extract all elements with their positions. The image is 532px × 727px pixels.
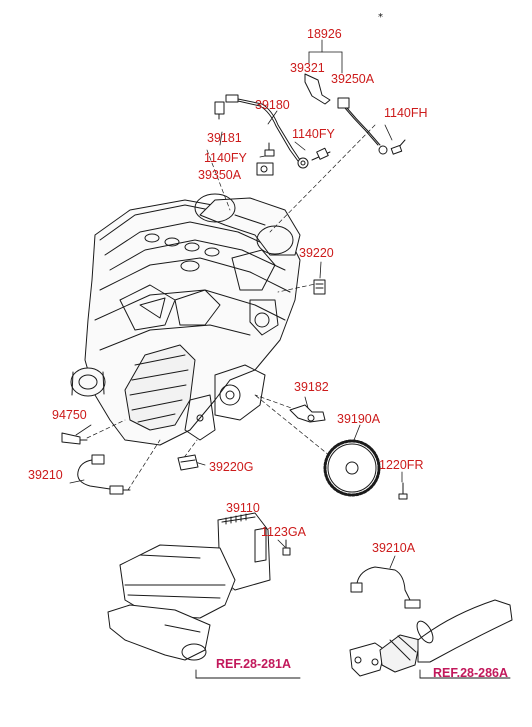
dashed-reference-lines bbox=[86, 124, 376, 491]
bolt-1140FY-b bbox=[311, 147, 331, 161]
label-1220FR: 1220FR bbox=[379, 458, 424, 472]
sensor-39220 bbox=[313, 279, 326, 295]
label-39321: 39321 bbox=[290, 61, 325, 75]
exhaust-pipe bbox=[349, 599, 513, 677]
sensor-39182 bbox=[289, 404, 326, 423]
label-39110: 39110 bbox=[226, 501, 260, 515]
label-39220: 39220 bbox=[299, 246, 334, 260]
star-marker: * bbox=[378, 12, 383, 23]
label-39180: 39180 bbox=[255, 98, 290, 112]
sensor-39350A bbox=[256, 162, 274, 176]
oxygen-sensor-39210A bbox=[350, 566, 421, 609]
air-cleaner-assembly bbox=[107, 544, 236, 661]
ref-air-cleaner-link[interactable]: REF.28-281A bbox=[216, 657, 292, 671]
label-1140FH: 1140FH bbox=[384, 106, 428, 120]
sensor-39180-harness bbox=[225, 94, 309, 169]
label-18926: 18926 bbox=[307, 27, 342, 41]
bracket-39321 bbox=[304, 73, 331, 105]
label-39250A: 39250A bbox=[331, 72, 375, 86]
sensor-39220G bbox=[177, 454, 199, 471]
bolt-1123GA bbox=[282, 539, 291, 556]
ref-exhaust-link[interactable]: REF.28-286A bbox=[433, 666, 509, 680]
harness-39250A bbox=[337, 97, 388, 155]
label-39182: 39182 bbox=[294, 380, 329, 394]
label-39350A: 39350A bbox=[198, 168, 242, 182]
engine-block bbox=[70, 193, 301, 446]
bolt-1140FY-a bbox=[264, 142, 275, 157]
label-1140FY-left: 1140FY bbox=[204, 151, 247, 165]
label-39210: 39210 bbox=[28, 468, 63, 482]
bolt-1140FH bbox=[390, 139, 406, 155]
bolt-1220FR bbox=[398, 482, 408, 500]
target-wheel-39190A bbox=[323, 439, 381, 497]
connector-39181 bbox=[214, 101, 225, 120]
label-1123GA: 1123GA bbox=[261, 525, 306, 539]
label-39220G: 39220G bbox=[209, 460, 254, 474]
label-39210A: 39210A bbox=[372, 541, 416, 555]
label-39181: 39181 bbox=[207, 131, 242, 145]
oxygen-sensor-39210 bbox=[77, 454, 131, 495]
ref-callout-lines bbox=[195, 669, 511, 679]
label-94750: 94750 bbox=[52, 408, 87, 422]
sensor-94750 bbox=[61, 432, 88, 445]
label-39190A: 39190A bbox=[337, 412, 381, 426]
label-1140FY-right: 1140FY bbox=[292, 127, 335, 141]
